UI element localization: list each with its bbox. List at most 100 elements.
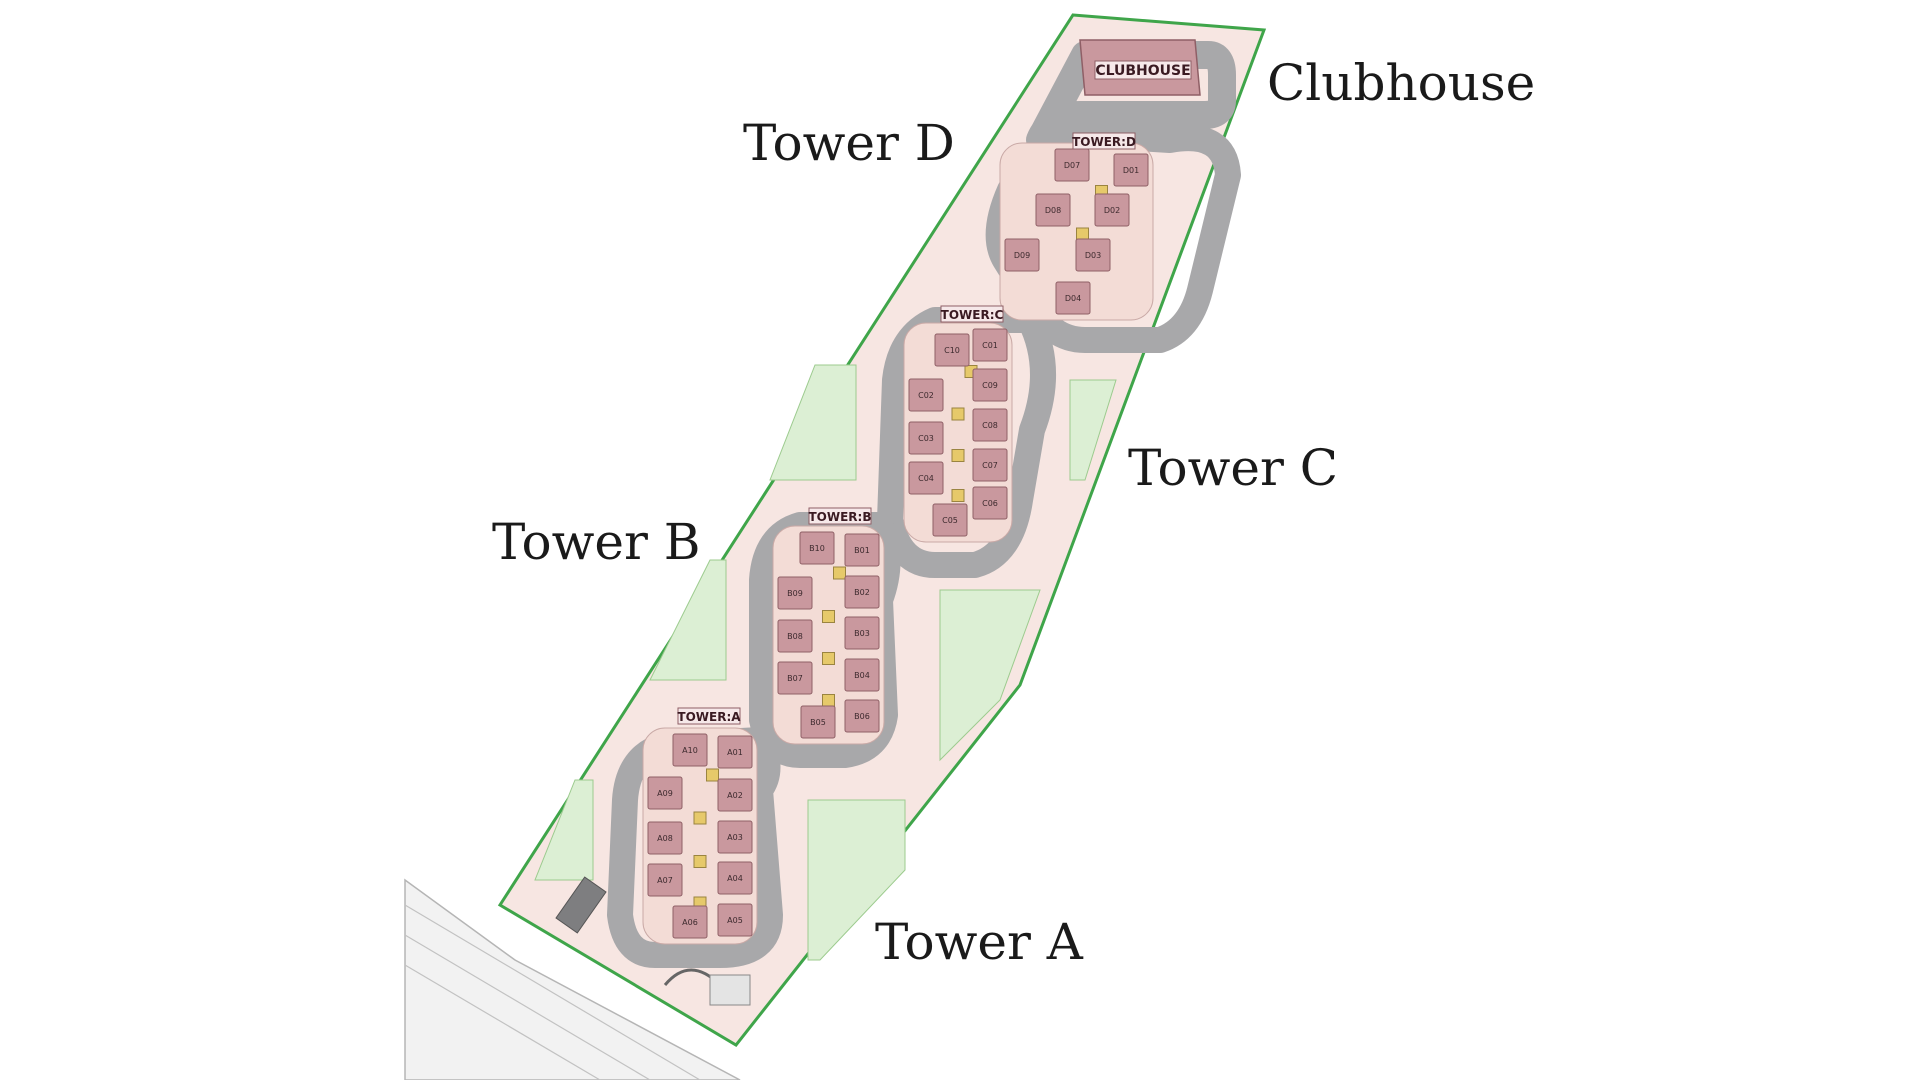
- tower-tag-box: [940, 305, 1004, 323]
- unit-block: [717, 820, 753, 854]
- unit-label: C03: [918, 434, 934, 443]
- tower-tag-box: [808, 507, 872, 525]
- unit-block: [908, 421, 944, 455]
- unit-block: [777, 661, 813, 695]
- unit-block: [672, 733, 708, 767]
- lift-core: [822, 652, 835, 665]
- unit-label: A03: [727, 833, 743, 842]
- unit-block: [1094, 193, 1130, 227]
- unit-label: B10: [809, 544, 825, 553]
- unit-block: [799, 531, 835, 565]
- unit-label: C02: [918, 391, 934, 400]
- unit-label: C04: [918, 474, 934, 483]
- tower-tag: TOWER:C: [941, 308, 1004, 322]
- unit-label: B05: [810, 718, 826, 727]
- unit-block: [800, 705, 836, 739]
- clubhouse-label: CLUBHOUSE: [1095, 63, 1190, 79]
- tower-tag-box: [1072, 132, 1136, 150]
- unit-block: [1055, 281, 1091, 315]
- lift-core: [693, 855, 707, 868]
- unit-label: D04: [1065, 294, 1081, 303]
- unit-label: C01: [982, 341, 998, 350]
- entrance: [555, 876, 751, 1006]
- unit-label: B03: [854, 629, 870, 638]
- unit-label: B01: [854, 546, 870, 555]
- lift-core: [706, 768, 719, 782]
- unit-label: D07: [1064, 161, 1080, 170]
- tower-tag: TOWER:A: [677, 710, 741, 724]
- callout-clubhouse: Clubhouse: [1267, 54, 1536, 112]
- unit-label: A02: [727, 791, 743, 800]
- unit-label: A06: [682, 918, 698, 927]
- callout-tower-d: Tower D: [743, 114, 955, 172]
- unit-block: [908, 378, 944, 412]
- unit-label: C06: [982, 499, 998, 508]
- unit-block: [1054, 148, 1090, 182]
- lift-core: [693, 811, 707, 825]
- unit-block: [908, 461, 944, 495]
- unit-block: [1035, 193, 1071, 227]
- unit-label: A09: [657, 789, 673, 798]
- lift-core: [822, 694, 835, 707]
- unit-block: [972, 328, 1008, 362]
- unit-block: [717, 735, 753, 769]
- unit-block: [777, 576, 813, 610]
- unit-block: [844, 575, 880, 609]
- unit-block: [717, 903, 753, 937]
- unit-label: A10: [682, 746, 698, 755]
- unit-label: A04: [727, 874, 743, 883]
- unit-label: D02: [1104, 206, 1120, 215]
- unit-block: [647, 776, 683, 810]
- unit-block: [1004, 238, 1040, 272]
- callout-tower-c: Tower C: [1128, 439, 1339, 497]
- lift-core: [1076, 227, 1089, 241]
- tower-tag: TOWER:D: [1072, 135, 1136, 149]
- unit-label: C05: [942, 516, 958, 525]
- unit-label: C09: [982, 381, 998, 390]
- unit-block: [717, 861, 753, 895]
- unit-label: A07: [657, 876, 673, 885]
- tower-tag: TOWER:B: [808, 510, 871, 524]
- unit-block: [844, 533, 880, 567]
- unit-block: [672, 905, 708, 939]
- lift-core: [833, 566, 846, 580]
- unit-label: A05: [727, 916, 743, 925]
- unit-label: C07: [982, 461, 998, 470]
- lift-core: [951, 489, 965, 502]
- tower-tag-box: [677, 707, 741, 725]
- unit-block: [647, 863, 683, 897]
- unit-label: B07: [787, 674, 803, 683]
- unit-block: [717, 778, 753, 812]
- unit-block: [777, 619, 813, 653]
- unit-label: D08: [1045, 206, 1061, 215]
- unit-label: B08: [787, 632, 803, 641]
- unit-block: [647, 821, 683, 855]
- unit-block: [1113, 153, 1149, 187]
- unit-block: [1075, 238, 1111, 272]
- callout-tower-a: Tower A: [875, 913, 1083, 971]
- unit-block: [972, 486, 1008, 520]
- lift-core: [951, 407, 965, 421]
- unit-block: [844, 658, 880, 692]
- unit-label: D09: [1014, 251, 1030, 260]
- unit-block: [844, 616, 880, 650]
- unit-block: [844, 699, 880, 733]
- unit-label: A08: [657, 834, 673, 843]
- highway: [404, 878, 741, 1080]
- unit-block: [972, 448, 1008, 482]
- unit-label: D03: [1085, 251, 1101, 260]
- unit-label: C10: [944, 346, 960, 355]
- green-areas: [534, 364, 1117, 961]
- lift-core: [951, 449, 965, 462]
- unit-label: D01: [1123, 166, 1139, 175]
- unit-label: C08: [982, 421, 998, 430]
- unit-label: A01: [727, 748, 743, 757]
- unit-block: [972, 368, 1008, 402]
